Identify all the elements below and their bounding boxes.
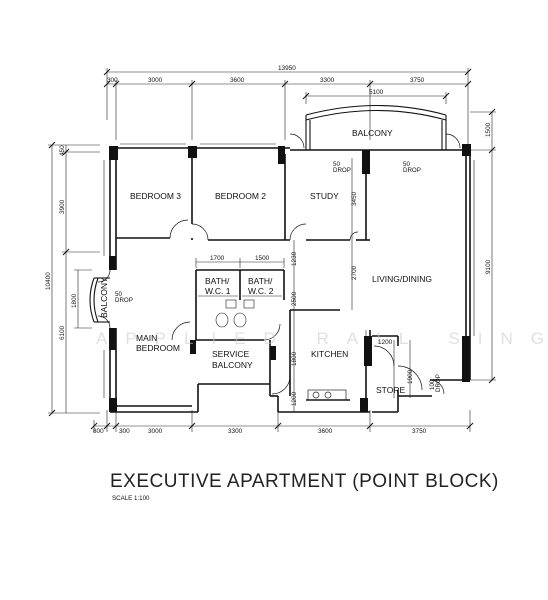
label-bedroom-3: BEDROOM 3 xyxy=(130,191,181,201)
label-main-bedroom-1: MAIN xyxy=(136,333,157,343)
label-bedroom-2: BEDROOM 2 xyxy=(215,191,266,201)
dim-bottom-3: 3300 xyxy=(228,428,243,435)
dim-v-2500: 2500 xyxy=(291,291,298,306)
watermark: APPLIED RAIL SING xyxy=(96,329,548,348)
dim-store-1200: 1200 xyxy=(378,339,393,346)
label-main-bedroom-2: BEDROOM xyxy=(136,343,180,353)
dim-top-2: 3600 xyxy=(230,77,245,84)
label-store: STORE xyxy=(376,385,405,395)
dim-right-9100: 9100 xyxy=(485,259,492,274)
dim-top-1: 3000 xyxy=(148,77,163,84)
top-balcony-outline xyxy=(305,104,447,150)
plan-scale: SCALE 1:100 xyxy=(112,495,150,502)
dim-v-1230: 1230 xyxy=(291,251,298,266)
dim-bath-1700: 1700 xyxy=(210,255,225,262)
drop-right-a: 50 xyxy=(403,161,410,168)
label-bath-wc-1-b: W.C. 1 xyxy=(205,286,231,296)
dimension-ticks xyxy=(48,68,496,430)
dim-top-3: 3300 xyxy=(320,77,335,84)
dim-bottom-0: 800 xyxy=(93,428,104,435)
dim-left-10400: 10400 xyxy=(45,272,52,290)
dim-bottom-4: 3600 xyxy=(318,428,333,435)
columns xyxy=(109,144,471,412)
dim-bottom-2: 3000 xyxy=(148,428,163,435)
label-balcony-left: BALCONY xyxy=(99,277,109,318)
dim-left-6100: 6100 xyxy=(59,325,66,340)
drop-right-b: DROP xyxy=(403,167,421,174)
label-bath-wc-2-a: BATH/ xyxy=(248,276,273,286)
dim-bath-1500: 1500 xyxy=(255,255,270,262)
dim-left-3900: 3900 xyxy=(59,199,66,214)
label-living-dining: LIVING/DINING xyxy=(372,274,432,284)
label-kitchen: KITCHEN xyxy=(311,349,348,359)
drop-left-b: DROP xyxy=(115,297,133,304)
dimension-lines xyxy=(48,68,496,432)
label-bath-wc-2-b: W.C. 2 xyxy=(248,286,274,296)
drop-study-b: DROP xyxy=(333,167,351,174)
drop-store-a: 100 xyxy=(429,379,436,390)
dim-v-1800: 1800 xyxy=(291,351,298,366)
dim-bottom-1: 300 xyxy=(119,428,130,435)
dim-balcony-width: 5100 xyxy=(369,89,384,96)
drop-store-b: DROP xyxy=(435,374,442,392)
label-service-balcony-2: BALCONY xyxy=(212,360,253,370)
room-labels: BEDROOM 3 BEDROOM 2 STUDY BALCONY LIVING… xyxy=(99,128,432,395)
label-study: STUDY xyxy=(310,191,339,201)
dim-left-450: 450 xyxy=(59,145,66,156)
dim-right-1500: 1500 xyxy=(485,122,492,137)
drop-notes: 50 DROP 50 DROP 50 DROP 100 DROP xyxy=(115,161,442,392)
label-balcony-top: BALCONY xyxy=(352,128,393,138)
dim-bottom-5: 3750 xyxy=(412,428,427,435)
dim-store-1900: 1900 xyxy=(407,369,414,384)
dim-top-0: 300 xyxy=(107,77,118,84)
dimension-texts: 13950 300 3000 3600 3300 3750 5100 1500 … xyxy=(45,65,492,435)
bath-fixtures xyxy=(198,295,282,328)
dim-v-2700: 2700 xyxy=(351,265,358,280)
door-swings xyxy=(97,133,461,395)
plan-title: EXECUTIVE APARTMENT (POINT BLOCK) xyxy=(110,471,499,492)
dim-left-1800: 1800 xyxy=(71,293,78,308)
windows xyxy=(103,143,475,398)
label-service-balcony-1: SERVICE xyxy=(212,349,249,359)
dim-v-1200: 1200 xyxy=(291,391,298,406)
label-bath-wc-1-a: BATH/ xyxy=(205,276,230,286)
kitchen-counter xyxy=(307,389,347,401)
dim-v-3450: 3450 xyxy=(351,191,358,206)
dim-top-4: 3750 xyxy=(410,77,425,84)
drop-left-a: 50 xyxy=(115,291,122,298)
dim-overall-top: 13950 xyxy=(278,65,296,72)
drop-study-a: 50 xyxy=(333,161,340,168)
dim-v-1270: 1270 xyxy=(365,347,372,362)
